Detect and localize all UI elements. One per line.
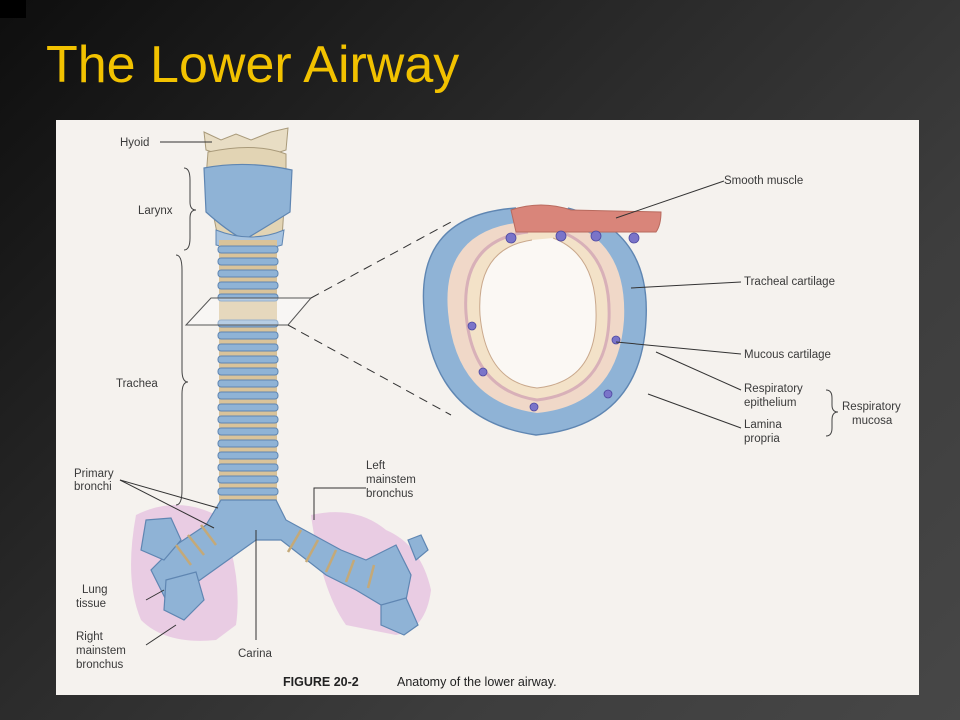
label-trachea: Trachea [116,378,158,390]
trachea-cross-section [422,204,662,436]
label-respiratory-epithelium-2: epithelium [744,397,796,409]
mucous-glands [467,230,640,412]
label-left-mainstem-2: mainstem [366,474,416,486]
label-tracheal-cartilage: Tracheal cartilage [744,276,835,288]
label-carina: Carina [238,648,272,660]
label-lung-tissue-2: tissue [76,598,106,610]
thyroid-cartilage [203,163,293,241]
smooth-muscle-band [510,204,662,233]
label-primary-bronchi-1: Primary [74,468,114,480]
label-left-mainstem-1: Left [366,460,386,472]
figure-caption-text: Anatomy of the lower airway. [397,675,557,689]
bronchi-rings [175,524,376,589]
label-larynx: Larynx [138,205,173,217]
label-smooth-muscle: Smooth muscle [724,175,803,187]
label-mucous-cartilage: Mucous cartilage [744,349,831,361]
label-right-mainstem-3: bronchus [76,659,124,671]
label-brackets [175,167,839,506]
slide-title: The Lower Airway [46,36,460,94]
label-lung-tissue-1: Lung [82,584,108,596]
label-lamina-propria-1: Lamina [744,419,782,431]
label-respiratory-mucosa-1: Respiratory [842,401,901,413]
trachea-rings [217,240,279,510]
label-primary-bronchi-2: bronchi [74,481,112,493]
leader-lines [119,141,742,646]
section-plane [184,297,313,326]
figure-caption-label: FIGURE 20-2 [283,675,359,689]
projection-lines [287,221,452,416]
label-hyoid: Hyoid [120,137,149,149]
anatomy-figure: Hyoid Larynx Trachea Primary bronchi Lef… [56,120,919,695]
label-respiratory-epithelium-1: Respiratory [744,383,803,395]
label-left-mainstem-3: bronchus [366,488,414,500]
corner-marker [0,0,26,18]
label-respiratory-mucosa-2: mucosa [852,415,893,427]
label-right-mainstem-2: mainstem [76,645,126,657]
label-lamina-propria-2: propria [744,433,780,445]
label-right-mainstem-1: Right [76,631,104,643]
anatomy-diagram: Hyoid Larynx Trachea Primary bronchi Lef… [74,127,901,689]
